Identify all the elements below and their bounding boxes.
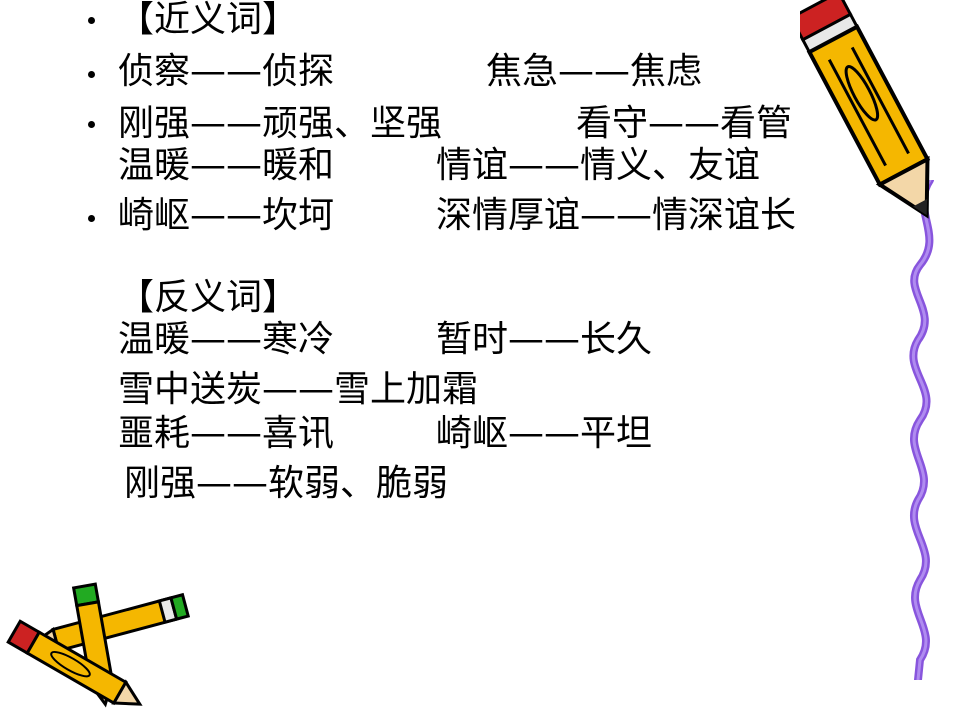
antonym-pair: 噩耗——喜讯 bbox=[118, 413, 335, 454]
antonym-pair: 温暖——寒冷 bbox=[118, 319, 335, 360]
synonym-pair: 侦察——侦探 bbox=[118, 51, 335, 92]
synonym-pair: 温暖——暖和 bbox=[118, 145, 335, 186]
antonyms-heading: 【反义词】 bbox=[118, 277, 299, 318]
synonym-pair: 焦急——焦虑 bbox=[486, 51, 703, 92]
pencil-icon bbox=[800, 0, 931, 219]
bullet bbox=[88, 215, 95, 222]
crossed-pencils-icon bbox=[6, 582, 191, 708]
synonym-pair: 刚强——顽强、坚强 bbox=[118, 103, 443, 144]
synonym-pair: 深情厚谊——情深谊长 bbox=[436, 195, 797, 236]
synonyms-heading: 【近义词】 bbox=[118, 0, 299, 40]
bullet bbox=[88, 71, 95, 78]
synonym-pair: 看守——看管 bbox=[576, 103, 793, 144]
antonym-pair: 暂时——长久 bbox=[436, 319, 653, 360]
synonym-pair: 情谊——情义、友谊 bbox=[436, 145, 761, 186]
antonym-pair: 雪中送炭——雪上加霜 bbox=[118, 369, 479, 410]
bullet bbox=[88, 17, 95, 24]
synonym-pair: 崎岖——坎坷 bbox=[118, 195, 335, 236]
antonym-pair: 崎岖——平坦 bbox=[436, 413, 653, 454]
wavy-line-decoration bbox=[909, 180, 934, 680]
bullet bbox=[88, 121, 95, 128]
antonym-pair: 刚强——软弱、脆弱 bbox=[124, 463, 449, 504]
